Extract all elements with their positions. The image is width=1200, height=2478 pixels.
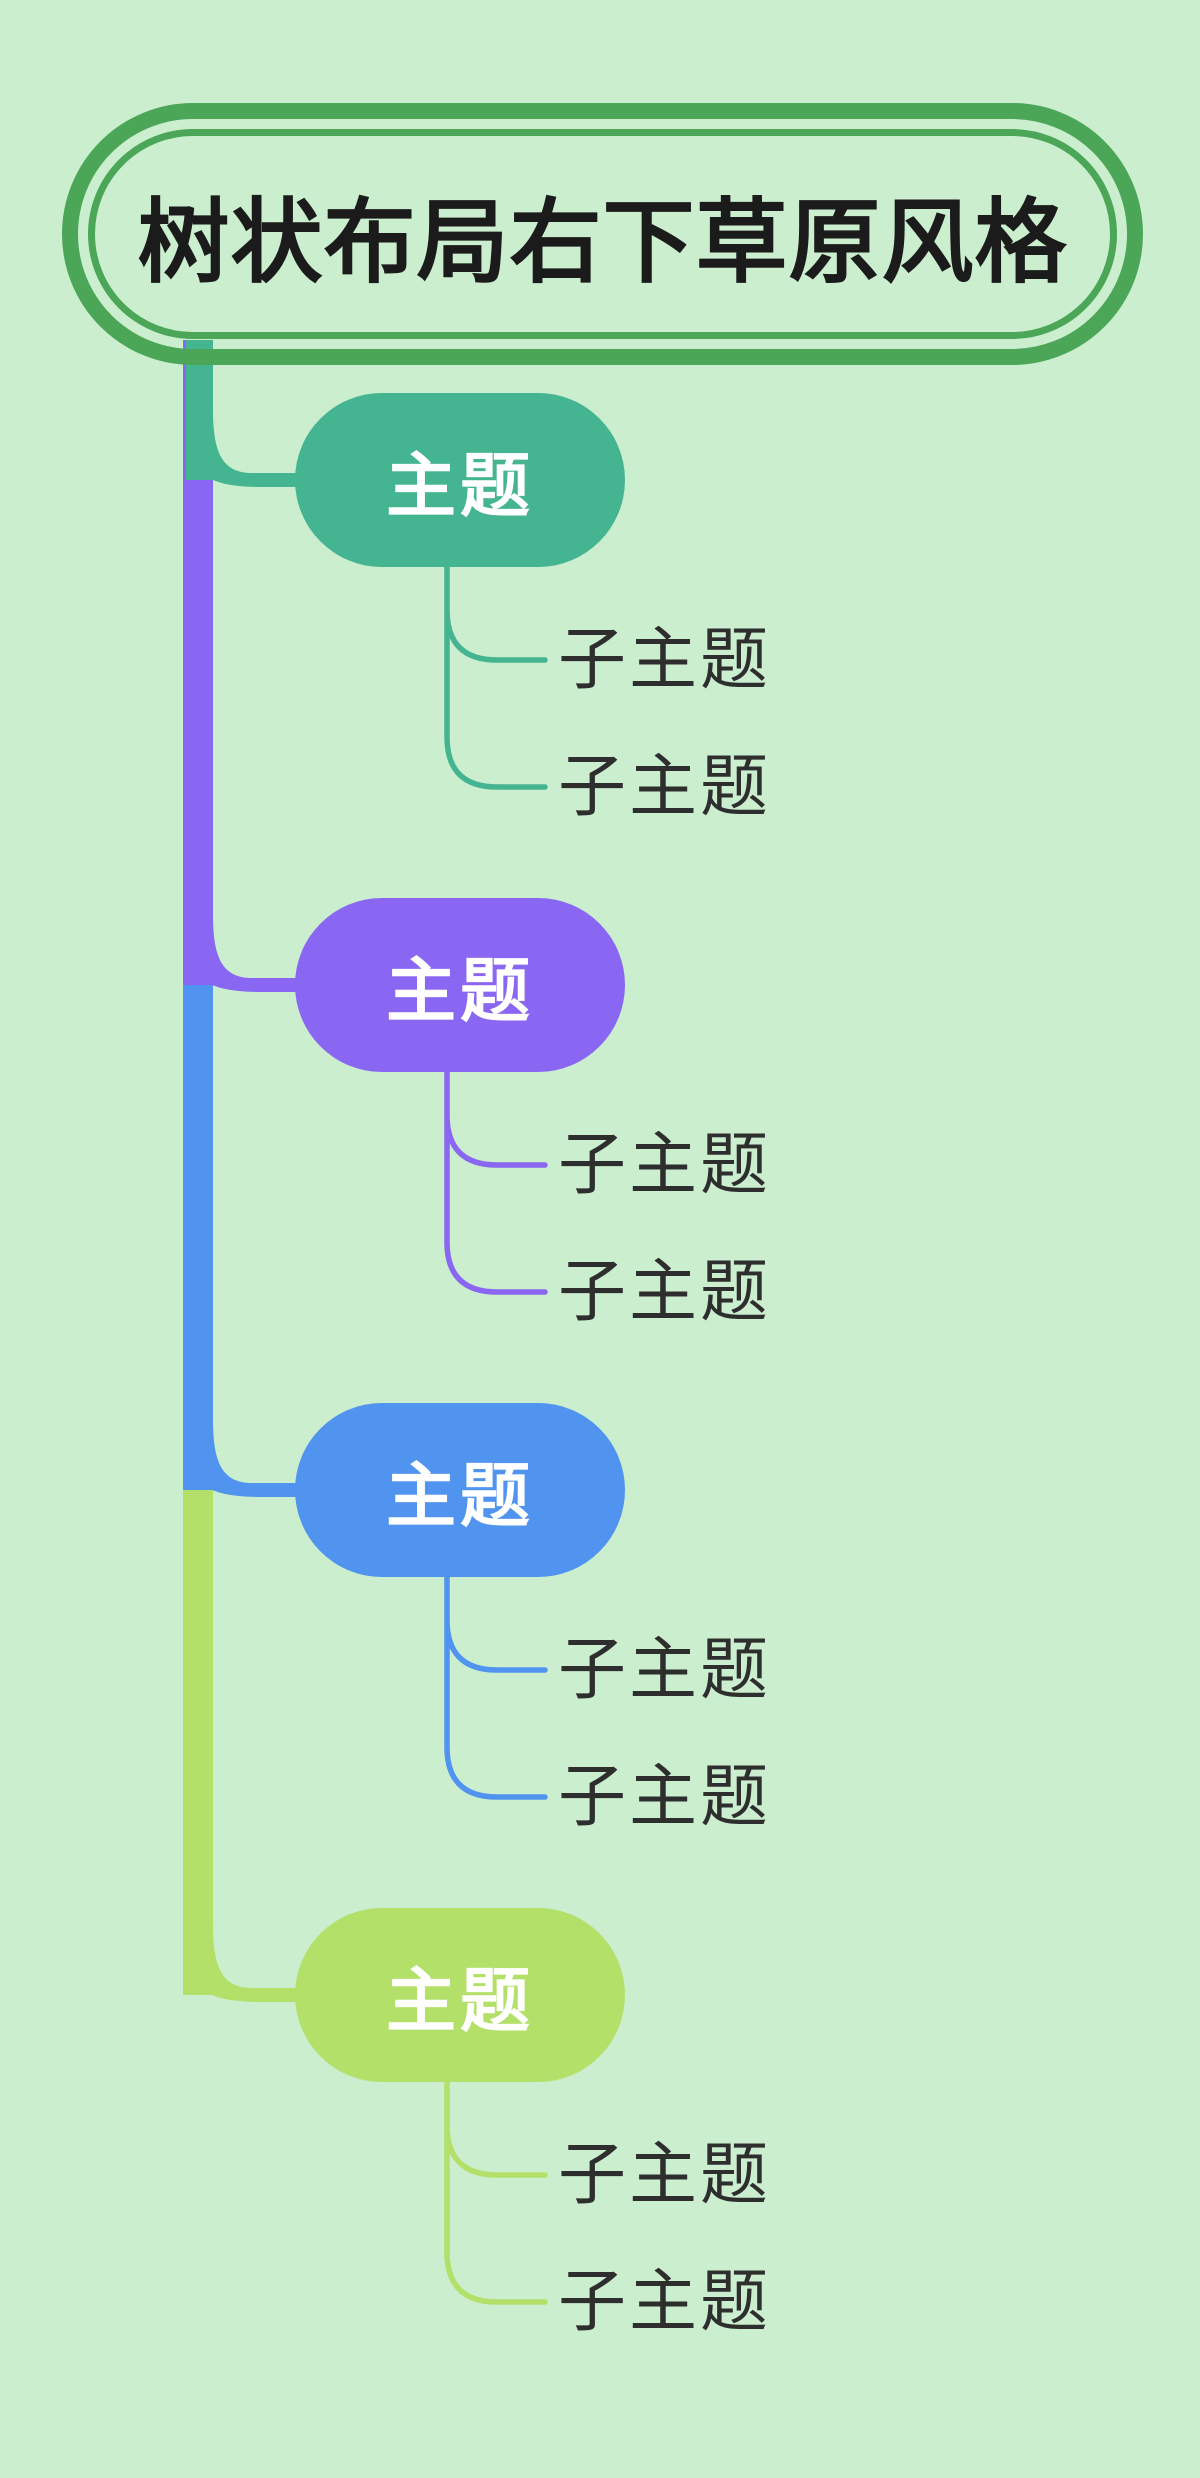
topic-label-3: 主题: [386, 1458, 534, 1536]
topic-label-1: 主题: [386, 448, 534, 526]
subtopic-label-4-2[interactable]: 子主题: [558, 2264, 772, 2340]
subtopic-label-2-1[interactable]: 子主题: [558, 1127, 772, 1203]
root-topic-title: 树状布局右下草原风格: [137, 191, 1068, 294]
topic-node-2[interactable]: 主题: [295, 898, 625, 1072]
subtopic-connector-3: [444, 1567, 548, 1800]
topic-node-1[interactable]: 主题: [295, 393, 625, 567]
subtopic-label-4-1[interactable]: 子主题: [558, 2137, 772, 2213]
root-topic-node[interactable]: 树状布局右下草原风格: [62, 103, 1143, 365]
subtopic-connector-2: [444, 1062, 548, 1295]
subtopic-connector-4: [444, 2072, 548, 2305]
topic-node-3[interactable]: 主题: [295, 1403, 625, 1577]
subtopic-label-3-1[interactable]: 子主题: [558, 1632, 772, 1708]
subtopic-label-1-1[interactable]: 子主题: [558, 622, 772, 698]
subtopic-label-1-2[interactable]: 子主题: [558, 749, 772, 825]
subtopic-label-2-2[interactable]: 子主题: [558, 1254, 772, 1330]
topic-node-4[interactable]: 主题: [295, 1908, 625, 2082]
subtopic-label-3-2[interactable]: 子主题: [558, 1759, 772, 1835]
topic-label-4: 主题: [386, 1963, 534, 2041]
topic-label-2: 主题: [386, 953, 534, 1031]
subtopic-connector-1: [444, 557, 548, 790]
